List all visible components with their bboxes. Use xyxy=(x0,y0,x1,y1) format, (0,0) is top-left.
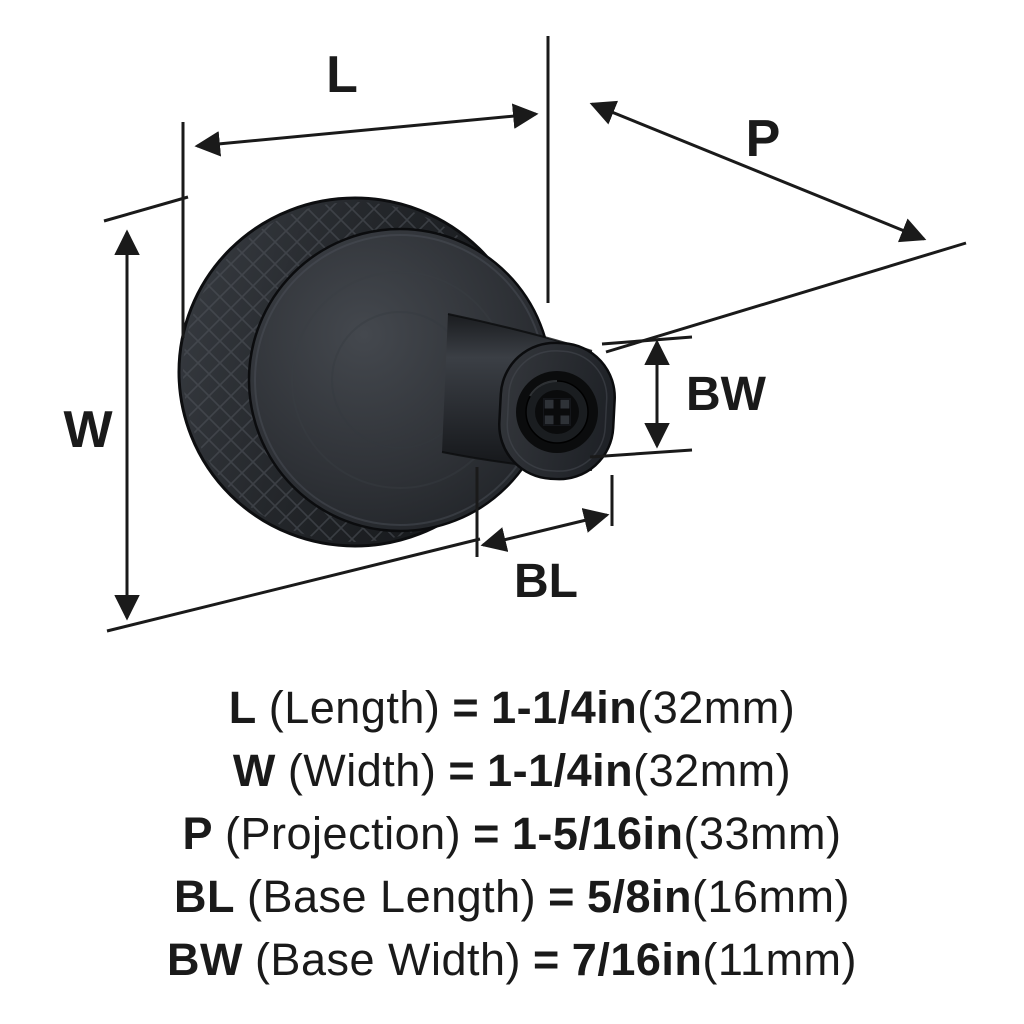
extension-line xyxy=(103,195,189,223)
dimension-line xyxy=(194,103,539,157)
dimension-line xyxy=(589,100,927,243)
legend-row-width: W(Width)=1-1/4in(32mm) xyxy=(0,739,1024,802)
dim-value: 1-1/4in xyxy=(491,682,638,733)
dimension-legend: L(Length)=1-1/4in(32mm) W(Width)=1-1/4in… xyxy=(0,676,1024,991)
dim-metric: (32mm) xyxy=(637,682,796,733)
label-length: L xyxy=(326,46,358,104)
equals-sign: = xyxy=(533,934,560,985)
dim-metric: (16mm) xyxy=(692,871,850,922)
equals-sign: = xyxy=(448,745,476,796)
legend-row-base-length: BL(Base Length)=5/8in(16mm) xyxy=(0,865,1024,928)
legend-row-projection: P(Projection)=1-5/16in(33mm) xyxy=(0,802,1024,865)
dim-base-length xyxy=(475,467,614,557)
label-base-width: BW xyxy=(686,368,767,421)
dimension-annotations xyxy=(103,36,967,633)
dim-name: (Base Width) xyxy=(254,934,522,985)
dimension-labels: L P W BW BL xyxy=(63,46,780,608)
extension-line xyxy=(106,537,481,633)
dim-width xyxy=(103,195,481,633)
dim-name: (Length) xyxy=(268,682,441,733)
dim-projection xyxy=(589,100,967,354)
dim-name: (Width) xyxy=(287,745,437,796)
hole-highlight xyxy=(529,379,558,397)
label-base-length: BL xyxy=(514,555,578,608)
dim-metric: (32mm) xyxy=(633,745,792,796)
legend-row-length: L(Length)=1-1/4in(32mm) xyxy=(0,676,1024,739)
extension-line xyxy=(605,241,967,354)
dim-length xyxy=(181,36,550,338)
dim-symbol: W xyxy=(232,745,276,796)
dim-name: (Projection) xyxy=(225,808,462,859)
dim-base-width xyxy=(589,335,693,459)
extension-line xyxy=(589,448,693,459)
dim-symbol: BL xyxy=(173,871,235,922)
knob-illustration xyxy=(177,196,616,548)
legend-row-base-width: BW(Base Width)=7/16in(11mm) xyxy=(0,928,1024,991)
dim-value: 7/16in xyxy=(571,934,703,985)
dim-value: 5/8in xyxy=(586,871,692,922)
dim-metric: (11mm) xyxy=(702,934,858,985)
dim-name: (Base Length) xyxy=(246,871,537,922)
dim-value: 1-5/16in xyxy=(511,808,684,859)
label-projection: P xyxy=(746,110,781,168)
equals-sign: = xyxy=(473,808,500,859)
dim-symbol: L xyxy=(228,682,257,733)
dimension-line xyxy=(480,508,610,552)
stem-end-bevel xyxy=(506,350,608,472)
dim-symbol: P xyxy=(182,808,214,859)
equals-sign: = xyxy=(548,871,575,922)
screw-hole xyxy=(516,371,598,453)
equals-sign: = xyxy=(452,682,480,733)
dim-metric: (33mm) xyxy=(683,808,842,859)
product-dimension-diagram: L P W BW BL xyxy=(63,36,967,633)
dim-value: 1-1/4in xyxy=(487,745,634,796)
dim-symbol: BW xyxy=(166,934,243,985)
label-width: W xyxy=(63,401,113,459)
screw-cross xyxy=(544,399,570,425)
